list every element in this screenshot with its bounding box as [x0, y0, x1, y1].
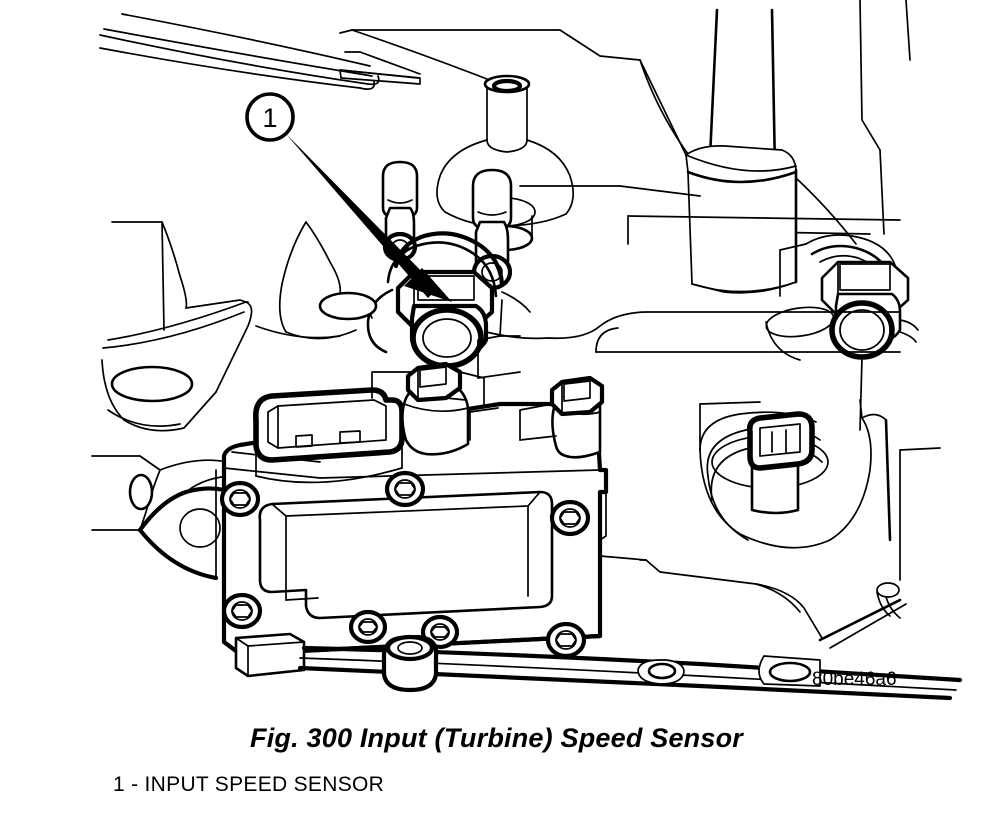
fluid-tube-lines	[99, 13, 380, 90]
solenoid-connector	[253, 387, 405, 484]
electrical-connector-boss	[699, 399, 892, 549]
case-mid-ledges	[519, 185, 901, 353]
callout-1: 1	[245, 92, 452, 302]
callout-leader-line	[286, 134, 438, 298]
bolt-upper-right	[549, 499, 591, 537]
housing-bolts	[219, 470, 591, 659]
callout-number: 1	[262, 103, 277, 133]
sensor-nipple-left	[381, 160, 419, 263]
bolt-assembly-center	[371, 299, 521, 456]
input-speed-sensor	[366, 160, 549, 369]
callout-balloon	[245, 92, 295, 142]
bolt-lower-right	[545, 621, 587, 659]
illustration: 1	[91, 0, 963, 701]
right-side-port	[765, 234, 919, 431]
bolt-upper-left	[219, 480, 261, 518]
bolt-upper-center	[384, 470, 426, 508]
pan-rail	[234, 632, 963, 701]
bolt-assembly-right	[519, 375, 605, 459]
figure-legend-item-1: 1 - INPUT SPEED SENSOR	[113, 773, 385, 796]
callout-arrowhead	[404, 268, 452, 302]
dipstick-tube	[639, 8, 857, 294]
sensor-nipple-right	[471, 168, 513, 291]
figure-caption: Fig. 300 Input (Turbine) Speed Sensor	[250, 723, 743, 753]
bolt-lower-left	[221, 592, 263, 630]
left-case-ribs	[91, 221, 378, 581]
case-lower-right	[599, 447, 941, 649]
bolt-lower-center	[348, 609, 388, 645]
transaxle-case-outline	[351, 0, 911, 235]
image-code: 80be46a6	[812, 669, 897, 690]
solenoid-pack	[219, 299, 609, 659]
